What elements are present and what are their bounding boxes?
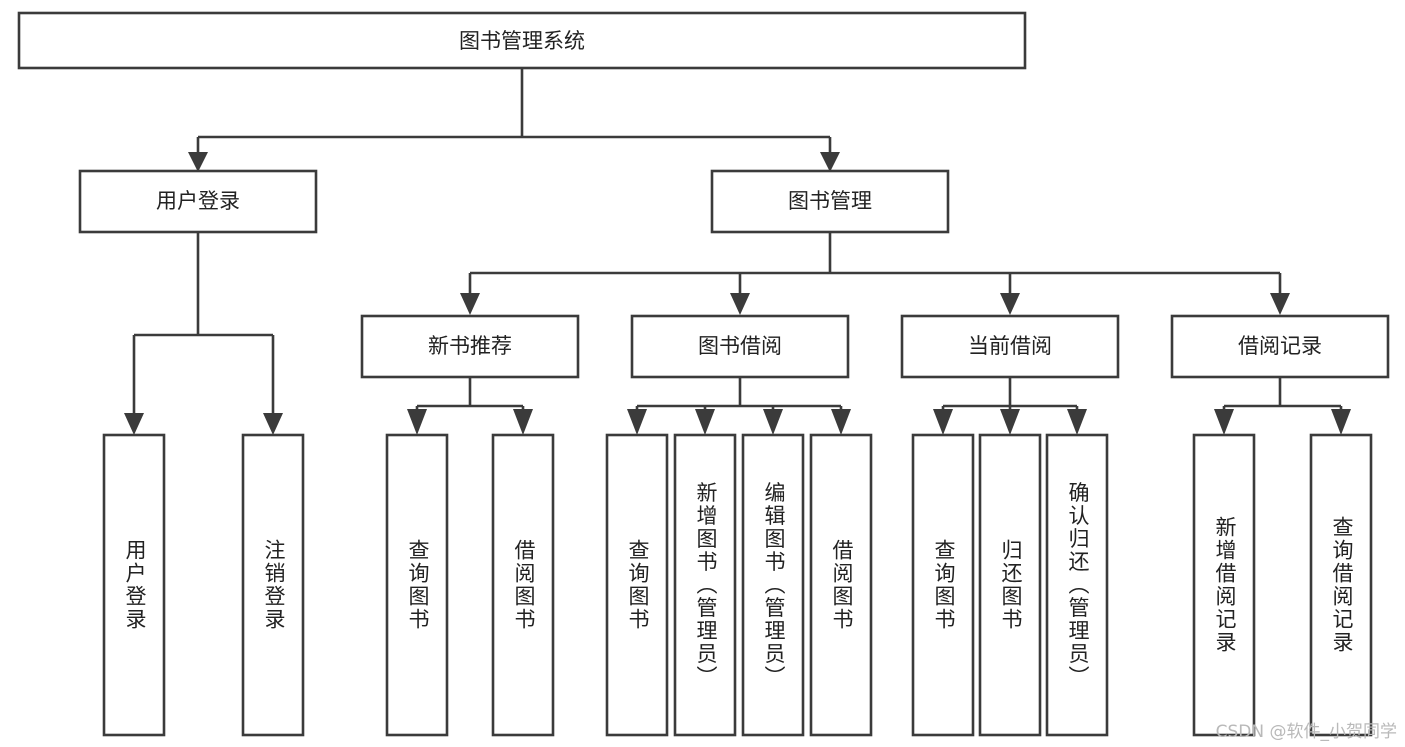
connector-group-new-book bbox=[407, 377, 533, 435]
leaf-new-book-1-box bbox=[385, 433, 449, 737]
arrow-book-mgmt-c3 bbox=[1000, 293, 1020, 315]
node-current-borrow-label: 当前借阅 bbox=[968, 334, 1052, 358]
leaf-user-login-1[interactable]: 用户登录 bbox=[102, 433, 166, 737]
leaf-new-book-1[interactable]: 查询图书 bbox=[385, 433, 449, 737]
arrow-book-borrow-leaf-2 bbox=[695, 409, 715, 435]
leaf-user-login-2[interactable]: 注销登录 bbox=[241, 433, 305, 737]
leaf-borrow-record-2-box bbox=[1309, 433, 1373, 737]
arrow-current-borrow-leaf-1 bbox=[933, 409, 953, 435]
node-book-management[interactable]: 图书管理 bbox=[710, 169, 950, 234]
node-new-book-recommend-box bbox=[360, 314, 580, 379]
leaf-borrow-record-1-label: 新增借阅记录 bbox=[1213, 516, 1237, 654]
leaf-book-borrow-3-box bbox=[741, 433, 805, 737]
arrow-borrow-record-leaf-2 bbox=[1331, 409, 1351, 435]
leaf-current-borrow-3-box bbox=[1045, 433, 1109, 737]
connector-group-book-mgmt bbox=[460, 232, 1290, 315]
leaf-book-borrow-4[interactable]: 借阅图书 bbox=[809, 433, 873, 737]
arrow-root-to-user-login bbox=[188, 152, 208, 172]
leaf-current-borrow-1[interactable]: 查询图书 bbox=[911, 433, 975, 737]
node-book-management-label: 图书管理 bbox=[788, 189, 872, 213]
arrow-user-login-leaf-2 bbox=[263, 413, 283, 435]
node-root[interactable]: 图书管理系统 bbox=[17, 11, 1027, 70]
leaf-current-borrow-2-box bbox=[978, 433, 1042, 737]
arrow-book-mgmt-c1 bbox=[460, 293, 480, 315]
node-book-borrow-label: 图书借阅 bbox=[698, 334, 782, 358]
leaf-borrow-record-2-label: 查询借阅记录 bbox=[1330, 516, 1354, 654]
arrow-book-borrow-leaf-4 bbox=[831, 409, 851, 435]
leaf-book-borrow-3-label: 编辑图书（管理员） bbox=[762, 482, 786, 689]
node-book-borrow-box bbox=[630, 314, 850, 379]
arrow-book-borrow-leaf-3 bbox=[763, 409, 783, 435]
leaf-book-borrow-4-box bbox=[809, 433, 873, 737]
node-user-login-label: 用户登录 bbox=[156, 189, 240, 213]
node-current-borrow-box bbox=[900, 314, 1120, 379]
node-book-borrow[interactable]: 图书借阅 bbox=[630, 314, 850, 379]
arrow-book-mgmt-c4 bbox=[1270, 293, 1290, 315]
arrow-new-book-leaf-2 bbox=[513, 409, 533, 435]
leaf-book-borrow-2-label: 新增图书（管理员） bbox=[694, 482, 718, 689]
arrow-root-to-book-mgmt bbox=[820, 152, 840, 172]
arrow-new-book-leaf-1 bbox=[407, 409, 427, 435]
leaf-current-borrow-3-label: 确认归还（管理员） bbox=[1066, 482, 1090, 689]
leaf-user-login-1-label: 用户登录 bbox=[123, 539, 147, 631]
node-borrow-record-label: 借阅记录 bbox=[1238, 334, 1322, 358]
arrow-book-borrow-leaf-1 bbox=[627, 409, 647, 435]
node-user-login-box bbox=[78, 169, 318, 234]
leaf-book-borrow-4-label: 借阅图书 bbox=[830, 539, 854, 631]
node-new-book-recommend-label: 新书推荐 bbox=[428, 334, 512, 358]
node-current-borrow[interactable]: 当前借阅 bbox=[900, 314, 1120, 379]
leaf-current-borrow-2-label: 归还图书 bbox=[999, 539, 1023, 631]
leaf-current-borrow-1-box bbox=[911, 433, 975, 737]
node-user-login[interactable]: 用户登录 bbox=[78, 169, 318, 234]
node-new-book-recommend[interactable]: 新书推荐 bbox=[360, 314, 580, 379]
connector-group-current-borrow bbox=[933, 377, 1087, 435]
arrow-current-borrow-leaf-2 bbox=[1000, 409, 1020, 435]
leaf-borrow-record-2[interactable]: 查询借阅记录 bbox=[1309, 433, 1373, 737]
leaf-user-login-2-box bbox=[241, 433, 305, 737]
arrow-user-login-leaf-1 bbox=[124, 413, 144, 435]
connector-group-borrow-record bbox=[1214, 377, 1351, 435]
leaf-book-borrow-2[interactable]: 新增图书（管理员） bbox=[673, 433, 737, 737]
leaf-new-book-2[interactable]: 借阅图书 bbox=[491, 433, 555, 737]
arrow-borrow-record-leaf-1 bbox=[1214, 409, 1234, 435]
connector-group-root bbox=[188, 68, 840, 172]
leaf-book-borrow-2-box bbox=[673, 433, 737, 737]
leaf-new-book-1-label: 查询图书 bbox=[406, 539, 430, 631]
node-borrow-record-box bbox=[1170, 314, 1390, 379]
arrow-current-borrow-leaf-3 bbox=[1067, 409, 1087, 435]
leaf-current-borrow-3[interactable]: 确认归还（管理员） bbox=[1045, 433, 1109, 737]
leaf-current-borrow-1-label: 查询图书 bbox=[932, 539, 956, 631]
leaf-book-borrow-1-label: 查询图书 bbox=[626, 539, 650, 631]
leaf-borrow-record-1[interactable]: 新增借阅记录 bbox=[1192, 433, 1256, 737]
leaf-new-book-2-label: 借阅图书 bbox=[512, 539, 536, 631]
node-root-label: 图书管理系统 bbox=[459, 29, 585, 53]
leaf-book-borrow-1[interactable]: 查询图书 bbox=[605, 433, 669, 737]
connector-group-book-borrow bbox=[627, 377, 851, 435]
node-book-management-box bbox=[710, 169, 950, 234]
leaf-current-borrow-2[interactable]: 归还图书 bbox=[978, 433, 1042, 737]
arrow-book-mgmt-c2 bbox=[730, 293, 750, 315]
node-borrow-record[interactable]: 借阅记录 bbox=[1170, 314, 1390, 379]
node-root-box bbox=[17, 11, 1027, 70]
leaf-book-borrow-3[interactable]: 编辑图书（管理员） bbox=[741, 433, 805, 737]
leaf-new-book-2-box bbox=[491, 433, 555, 737]
connector-group-user-login bbox=[124, 232, 283, 435]
leaf-book-borrow-1-box bbox=[605, 433, 669, 737]
leaf-user-login-1-box bbox=[102, 433, 166, 737]
leaf-user-login-2-label: 注销登录 bbox=[262, 539, 286, 631]
leaf-borrow-record-1-box bbox=[1192, 433, 1256, 737]
